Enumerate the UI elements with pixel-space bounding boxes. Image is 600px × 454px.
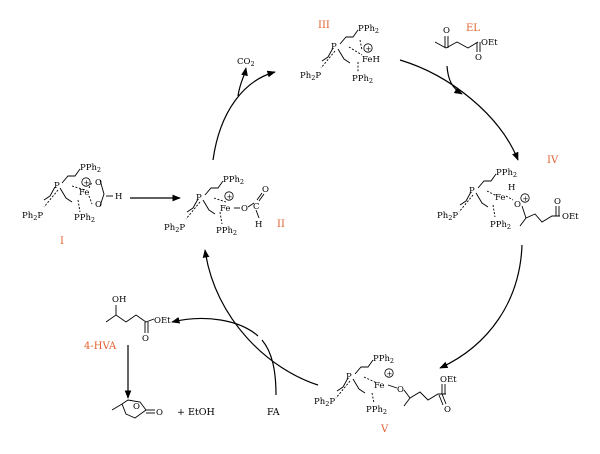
ethanol-byproduct: + EtOH (177, 407, 215, 418)
IV-ester-oxygen: O (554, 197, 561, 207)
IV-fe-atom: Fe (495, 193, 505, 203)
IV-ketone-oxygen: O (514, 200, 521, 210)
III-positive-charge-icon (363, 43, 373, 53)
II-carbon: C (253, 202, 260, 212)
gvl-ring-oxygen: O (133, 402, 140, 412)
III-ligand-ph2p: Ph2P (300, 71, 321, 82)
label-FA: FA (267, 407, 280, 418)
svg-text:+: + (84, 179, 90, 187)
I-oxygen-top: O (95, 178, 102, 188)
IV-hydride: H (508, 183, 515, 193)
I-formate-h: H (115, 192, 122, 202)
III-central-p: P (331, 42, 337, 52)
V-central-p: P (346, 372, 352, 382)
I-ligand-pph2-bottom: PPh2 (74, 213, 95, 224)
complex-V: PPh2 P Fe + O OEt O Ph2P PPh2 (314, 354, 457, 416)
V-ligand-pph2-bottom: PPh2 (366, 405, 387, 416)
II-ligand-pph2-bottom: PPh2 (216, 226, 237, 237)
svg-text:+: + (227, 193, 233, 201)
arrow-4hva-release (171, 316, 259, 337)
complex-II: PPh2 P Fe + O C O H Ph2P PPh2 (164, 175, 269, 237)
II-formate-h: H (255, 220, 262, 230)
arrow-II-to-III (212, 70, 276, 161)
arrow-IV-to-V (439, 244, 523, 369)
III-ligand-pph2-top: PPh2 (358, 24, 379, 35)
co2-label: CO2 (237, 57, 255, 68)
II-oxygen-carbonyl: O (262, 185, 269, 195)
III-fe-hydride: FeH (362, 55, 380, 65)
IV-ligand-ph2p: Ph2P (437, 211, 458, 222)
II-ligand-ph2p: Ph2P (164, 223, 185, 234)
label-complex-II: II (277, 219, 285, 230)
I-positive-charge-icon (81, 177, 91, 187)
V-ester-oxygen: O (444, 405, 451, 415)
II-fe-atom: Fe (220, 204, 230, 214)
arrow-V-to-II (202, 249, 319, 386)
V-ester-oet: OEt (440, 375, 457, 385)
III-ligand-pph2-bottom: PPh2 (352, 74, 373, 85)
el-ester-oxygen: O (475, 53, 482, 63)
II-ligand-pph2-top: PPh2 (223, 175, 244, 186)
II-positive-charge-icon (224, 191, 234, 201)
I-oxygen-bottom: O (95, 200, 102, 210)
4hva-ester-oet: OEt (154, 316, 171, 326)
complex-IV: PPh2 P Fe H O + OEt O Ph2P PPh2 (437, 168, 579, 231)
el-ketone-oxygen: O (443, 26, 450, 36)
IV-central-p: P (469, 186, 475, 196)
label-4-HVA: 4-HVA (84, 341, 117, 352)
ethyl-levulinate: O OEt O (434, 26, 498, 63)
V-positive-charge-icon (384, 368, 394, 378)
4-hva-molecule: OH OEt O (105, 295, 171, 344)
arrow-el-entry (446, 65, 463, 95)
svg-text:+: + (387, 370, 393, 378)
svg-text:+: + (366, 45, 372, 53)
arrow-fa-entry (261, 339, 277, 396)
gvl-carbonyl-oxygen: O (156, 408, 163, 418)
I-ligand-ph2p: Ph2P (22, 211, 43, 222)
gvl-lactone: O O (111, 399, 163, 419)
I-fe-atom: Fe (79, 188, 89, 198)
I-central-p: P (54, 181, 60, 191)
IV-positive-charge-icon (520, 193, 530, 203)
4hva-hydroxyl: OH (112, 295, 126, 305)
label-complex-I: I (60, 236, 64, 247)
I-ligand-pph2-top: PPh2 (80, 163, 101, 174)
label-complex-V: V (380, 424, 389, 435)
complex-III: PPh2 P FeH + Ph2P PPh2 (300, 24, 380, 85)
label-complex-III: III (318, 20, 330, 31)
label-EL: EL (466, 23, 480, 34)
el-ester-oet: OEt (481, 38, 498, 48)
complex-I: PPh2 P Fe + O O H Ph2P PPh2 (22, 163, 122, 224)
label-complex-IV: IV (547, 155, 559, 166)
IV-ligand-pph2-bottom: PPh2 (490, 220, 511, 231)
IV-ligand-pph2-top: PPh2 (496, 168, 517, 179)
V-ligand-ph2p: Ph2P (314, 397, 335, 408)
svg-text:+: + (523, 195, 529, 203)
4hva-ester-oxygen: O (142, 334, 149, 344)
arrow-III-to-IV (399, 59, 519, 161)
II-oxygen-bound: O (241, 204, 248, 214)
arrow-co2-release (237, 67, 248, 97)
II-central-p: P (196, 193, 202, 203)
V-ligand-pph2-top: PPh2 (373, 354, 394, 365)
V-fe-atom: Fe (374, 381, 384, 391)
V-alkoxide-oxygen: O (397, 385, 404, 395)
IV-ester-oet: OEt (562, 212, 579, 222)
